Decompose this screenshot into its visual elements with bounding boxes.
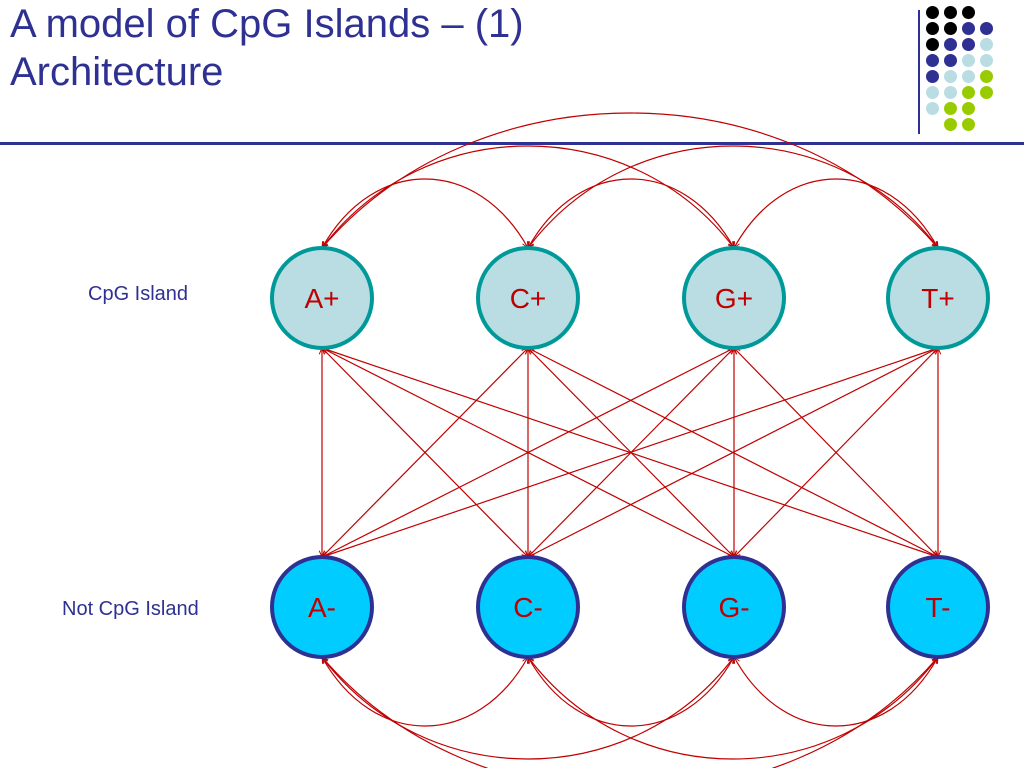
state-node-label: T+ [921,283,954,314]
state-node-label: A- [308,592,336,623]
decorative-dot [962,86,975,99]
transition-arc [322,112,938,248]
transition-arc [322,657,734,760]
decorative-dot [926,102,939,115]
state-node [682,555,786,659]
decorative-dot [962,102,975,115]
slide-title-line-2: Architecture [10,50,224,94]
decorative-dot [980,86,993,99]
state-node-label: C+ [510,283,547,314]
decorative-dot [926,54,939,67]
state-node [682,246,786,350]
transition-arc [528,657,938,760]
title-underline [0,142,1024,145]
decorative-dot [980,70,993,83]
state-node-label: T- [926,592,951,623]
decorative-dot [962,70,975,83]
transition-arc [322,178,528,248]
transition-arc [322,657,528,727]
decorative-dot [944,86,957,99]
decorative-vertical-line [918,10,920,134]
transition-arc [322,145,734,248]
transition-arc [528,178,734,248]
transition-edges [322,112,938,768]
state-node-label: G+ [715,283,753,314]
decorative-dot [944,22,957,35]
state-node-label: A+ [304,283,339,314]
decorative-dot [962,6,975,19]
state-node [886,555,990,659]
transition-arc [322,657,938,768]
row-label-not-cpg-island: Not CpG Island [62,598,199,620]
state-node-label: C- [513,592,543,623]
decorative-dot [926,70,939,83]
transition-arc [734,178,938,248]
slide-title: A model of CpG Islands – (1) Architectur… [10,0,524,96]
state-nodes: A+ C+ G+ T+ A- C- G- T- [270,246,990,659]
decorative-dot-grid [926,6,1024,140]
decorative-dot [962,38,975,51]
state-node [270,246,374,350]
decorative-dot [944,38,957,51]
decorative-dot [962,22,975,35]
decorative-dot [944,54,957,67]
transition-arc [528,145,938,248]
state-node [886,246,990,350]
state-node [270,555,374,659]
transition-arc [528,657,734,727]
decorative-dot [926,38,939,51]
state-node [476,246,580,350]
decorative-dot [926,22,939,35]
decorative-dot [980,54,993,67]
decorative-dot [944,118,957,131]
decorative-dot [944,102,957,115]
transition-edge [734,348,938,557]
decorative-dot [962,118,975,131]
transition-arc [734,657,938,727]
state-node [476,555,580,659]
row-label-cpg-island: CpG Island [88,283,189,305]
decorative-dot [926,6,939,19]
decorative-dot [944,70,957,83]
decorative-dot [944,6,957,19]
decorative-dot [980,22,993,35]
decorative-dot [962,54,975,67]
state-node-label: G- [718,592,749,623]
slide-title-line-1: A model of CpG Islands – (1) [10,2,524,46]
decorative-dot [980,38,993,51]
decorative-dot [926,86,939,99]
